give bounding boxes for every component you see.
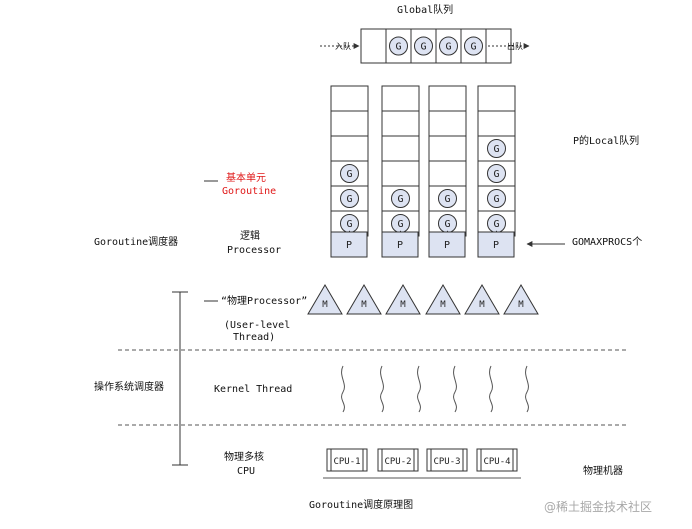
global-goroutine — [464, 36, 483, 56]
global-goroutine — [414, 36, 433, 56]
processor-label: P — [493, 240, 499, 251]
local-goroutine-label: G — [493, 144, 499, 155]
processor-label: P — [346, 240, 352, 251]
processor-box — [477, 231, 515, 258]
basic-unit-label: 基本单元 — [226, 173, 266, 184]
kernel-thread-label: Kernel Thread — [214, 384, 293, 395]
kernel-thread-line — [380, 365, 384, 413]
machine-triangle — [503, 284, 539, 315]
physical-processor-label: “物理Processor” — [221, 296, 308, 307]
global-goroutine-label: G — [445, 42, 451, 53]
goroutine-label: Goroutine — [222, 186, 277, 197]
local-queue-slot — [381, 135, 420, 162]
global-goroutine — [439, 36, 458, 56]
local-queue-slot — [381, 85, 420, 112]
local-goroutine — [391, 189, 410, 208]
local-queue-slot — [428, 135, 467, 162]
local-goroutine-label: G — [444, 194, 450, 205]
local-goroutine — [487, 189, 506, 208]
local-goroutine — [340, 189, 359, 208]
local-goroutine-label: G — [346, 169, 352, 180]
processor-box — [330, 231, 368, 258]
global-queue-title: Global队列 — [397, 5, 454, 16]
diagram-caption: Goroutine调度原理图 — [309, 500, 414, 511]
kernel-thread-line — [525, 365, 529, 413]
dequeue-label: 出队 — [507, 42, 523, 51]
local-goroutine — [487, 164, 506, 183]
local-goroutine-label: G — [493, 169, 499, 180]
enqueue-label: 入队 — [335, 42, 351, 51]
processor-label: Processor — [227, 245, 282, 256]
global-queue-slot — [485, 28, 512, 64]
machine-label: 物理机器 — [583, 466, 623, 477]
machine-label: M — [400, 300, 406, 310]
local-queue-slot — [381, 110, 420, 137]
cpu-box — [426, 448, 468, 472]
machine-triangle — [464, 284, 500, 315]
local-goroutine-label: G — [493, 194, 499, 205]
local-queue-slot — [381, 160, 420, 187]
logic-label: 逻辑 — [240, 231, 260, 242]
cpu-label: CPU-4 — [483, 457, 510, 467]
machine-triangle — [346, 284, 382, 315]
local-queue-slot — [477, 110, 516, 137]
local-goroutine-label: G — [346, 219, 352, 230]
local-goroutine-label: G — [397, 219, 403, 230]
local-queue-slot — [330, 110, 369, 137]
user-level-label: (User-level — [224, 320, 291, 331]
local-goroutine-label: G — [444, 219, 450, 230]
machine-triangle — [385, 284, 421, 315]
cpu-label: CPU-3 — [433, 457, 460, 467]
global-goroutine-label: G — [470, 42, 476, 53]
local-goroutine-label: G — [346, 194, 352, 205]
goroutine-scheduler-label: Goroutine调度器 — [94, 237, 179, 248]
os-scheduler-label: 操作系统调度器 — [94, 382, 164, 393]
global-goroutine-label: G — [395, 42, 401, 53]
kernel-thread-line — [417, 365, 421, 413]
cpu-box — [326, 448, 368, 472]
local-goroutine-label: G — [493, 219, 499, 230]
global-goroutine-label: G — [420, 42, 426, 53]
cpu-label: CPU-2 — [384, 457, 411, 467]
local-queue-slot — [477, 85, 516, 112]
machine-label: M — [518, 300, 524, 310]
local-goroutine-label: G — [397, 194, 403, 205]
local-queue-slot — [428, 160, 467, 187]
local-queue-slot — [428, 110, 467, 137]
thread-label: Thread) — [233, 332, 276, 343]
gomaxprocs-label: GOMAXPROCS个 — [572, 237, 643, 248]
processor-box — [428, 231, 466, 258]
kernel-thread-line — [453, 365, 457, 413]
cpu-label: CPU — [237, 466, 256, 477]
machine-label: M — [361, 300, 367, 310]
machine-label: M — [322, 300, 328, 310]
kernel-thread-line — [489, 365, 493, 413]
local-queue-title: P的Local队列 — [573, 136, 640, 147]
global-queue-slot — [360, 28, 387, 64]
processor-label: P — [397, 240, 403, 251]
local-queue-slot — [330, 85, 369, 112]
processor-label: P — [444, 240, 450, 251]
local-goroutine — [438, 189, 457, 208]
machine-label: M — [479, 300, 485, 310]
cpu-label: CPU-1 — [333, 457, 360, 467]
local-queue-slot — [428, 85, 467, 112]
cpu-box — [476, 448, 518, 472]
machine-triangle — [425, 284, 461, 315]
local-goroutine — [340, 164, 359, 183]
local-queue-slot — [330, 135, 369, 162]
watermark: @稀土掘金技术社区 — [544, 500, 653, 514]
local-goroutine — [487, 139, 506, 158]
kernel-thread-line — [341, 365, 345, 413]
global-goroutine — [389, 36, 408, 56]
multi-core-label: 物理多核 — [224, 452, 264, 463]
processor-box — [381, 231, 419, 258]
machine-triangle — [307, 284, 343, 315]
cpu-box — [377, 448, 419, 472]
machine-label: M — [440, 300, 446, 310]
